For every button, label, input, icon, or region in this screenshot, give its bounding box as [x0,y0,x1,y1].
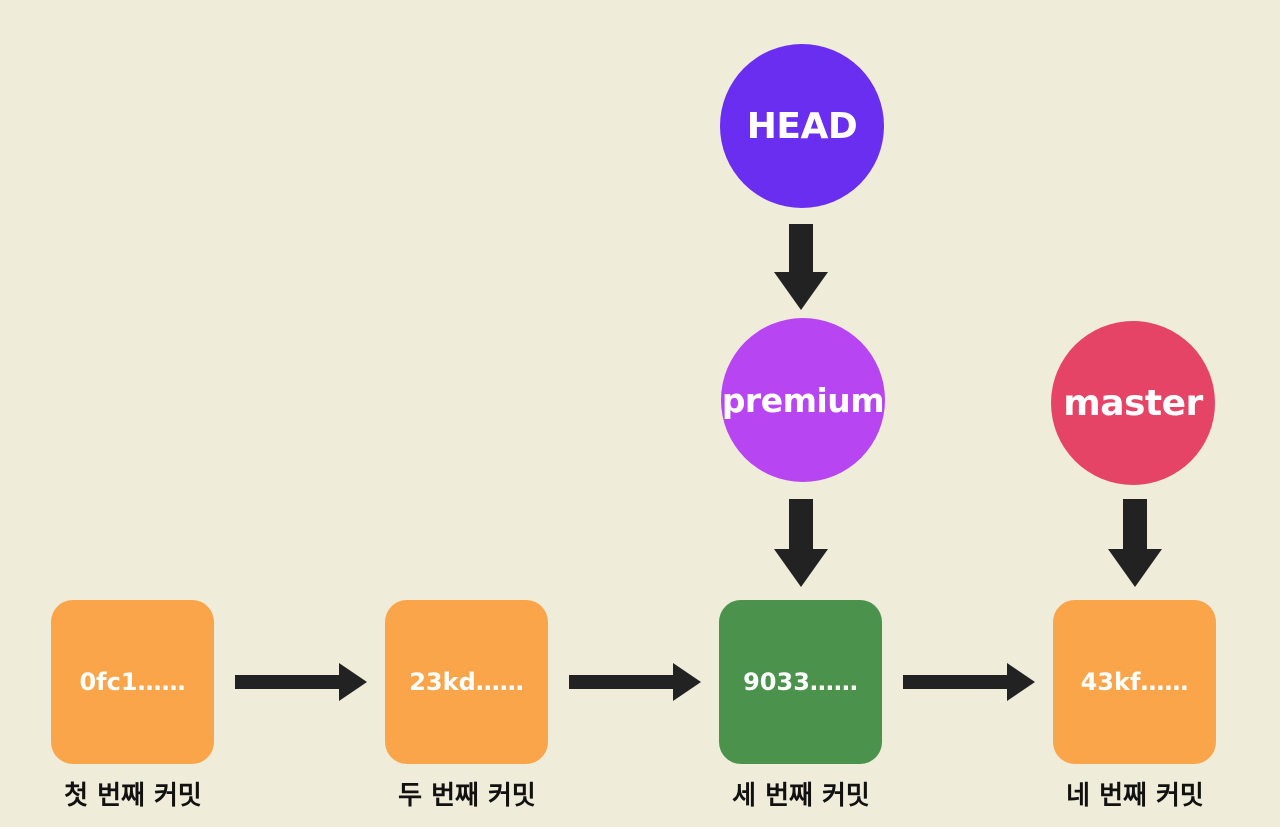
arrow-commit-3-to-4 [903,663,1035,701]
arrow-commit-2-to-3 [569,663,701,701]
commit-caption-4: 네 번째 커밋 [1066,781,1204,811]
commit-caption-1: 첫 번째 커밋 [64,781,202,811]
commit-hash: 43kf…… [1080,668,1189,696]
commit-box-3: 9033…… [719,600,882,764]
commit-caption-2: 두 번째 커밋 [398,781,536,811]
head-pointer-node: HEAD [720,44,884,208]
commit-box-4: 43kf…… [1053,600,1216,764]
commit-box-2: 23kd…… [385,600,548,764]
arrow-premium-to-commit-3 [774,499,828,587]
master-branch-node: master [1051,321,1215,485]
premium-label: premium [721,380,885,420]
arrow-commit-1-to-2 [235,663,367,701]
commit-caption-3: 세 번째 커밋 [732,781,870,811]
arrow-head-to-premium [774,224,828,310]
commit-hash: 0fc1…… [79,668,186,696]
commit-hash: 9033…… [743,668,858,696]
arrow-master-to-commit-4 [1108,499,1162,587]
master-label: master [1063,382,1203,424]
commit-hash: 23kd…… [409,668,524,696]
commit-box-1: 0fc1…… [51,600,214,764]
head-label: HEAD [746,105,858,147]
premium-branch-node: premium [721,318,885,482]
